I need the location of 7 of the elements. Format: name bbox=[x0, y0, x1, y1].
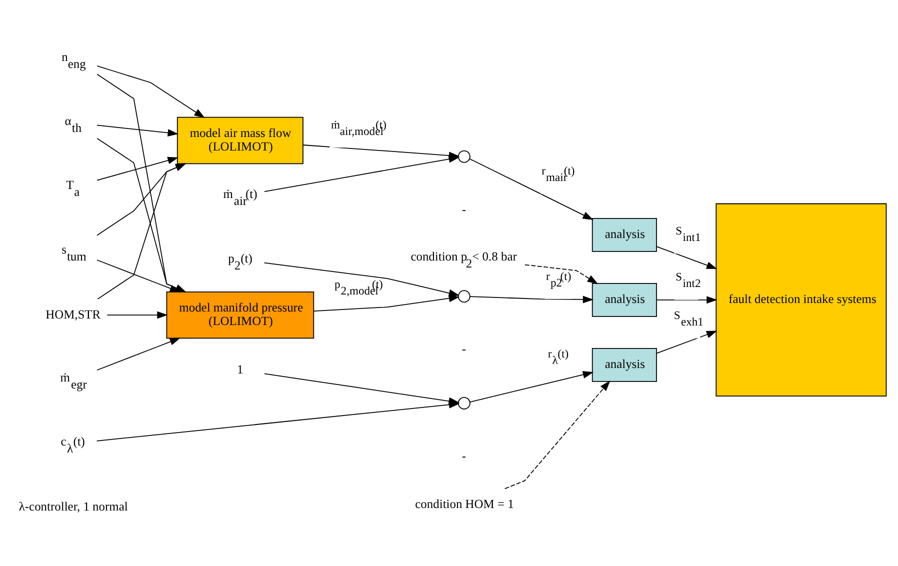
node-text: HOM,STR bbox=[46, 307, 101, 322]
label: - bbox=[462, 342, 466, 356]
node-text: 1 bbox=[237, 362, 244, 377]
label: λ-controller, 1 normal bbox=[18, 500, 128, 514]
label: - bbox=[462, 202, 466, 216]
node-text: condition HOM = 1 bbox=[415, 497, 514, 512]
label: - bbox=[462, 448, 466, 463]
